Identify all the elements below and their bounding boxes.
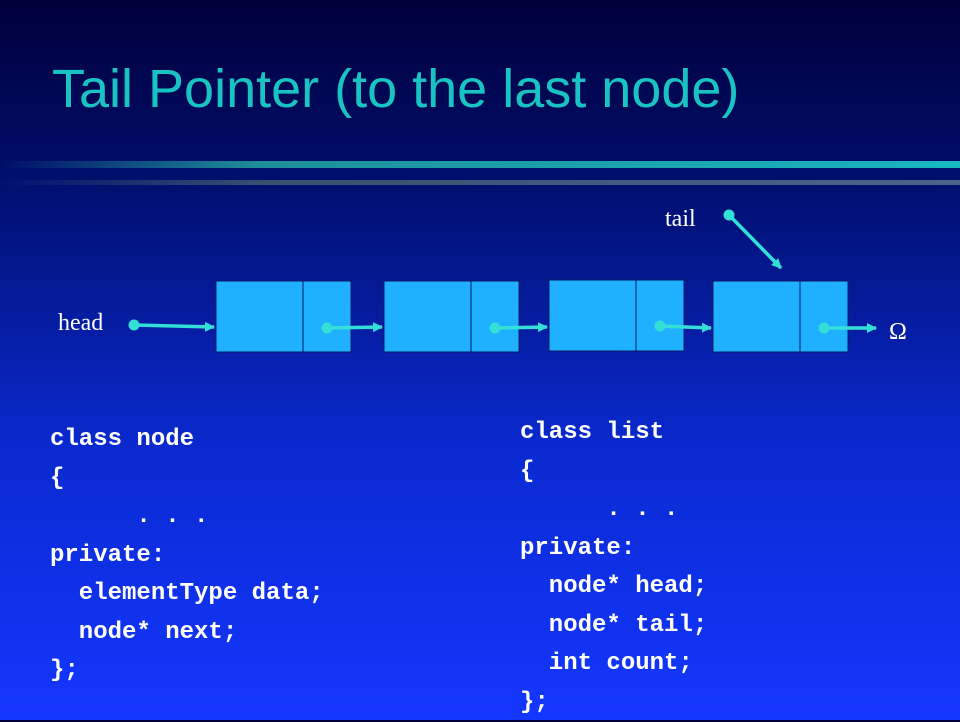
code-line: . . .: [50, 498, 324, 537]
node-3-next-arrow: [660, 326, 711, 328]
code-line: int count;: [520, 645, 707, 684]
code-line: node* next;: [50, 614, 324, 653]
list-node-3: [549, 280, 684, 351]
tail-label: tail: [665, 206, 696, 232]
node-4-data-cell: [713, 281, 800, 352]
code-line: };: [520, 684, 707, 722]
code-line: {: [520, 453, 707, 492]
node-2-next-dot: [490, 323, 501, 334]
list-class-code: class list{ . . .private: node* head; no…: [520, 414, 707, 722]
node-2-next-cell: [471, 281, 519, 352]
head-label: head: [58, 310, 103, 336]
code-line: private:: [50, 537, 324, 576]
tail-pointer-dot: [724, 210, 735, 221]
code-line: };: [50, 652, 324, 691]
head-pointer-arrow: [134, 325, 214, 327]
node-2-next-arrow: [495, 327, 547, 328]
null-symbol: Ω: [889, 319, 907, 345]
code-line: node* tail;: [520, 607, 707, 646]
head-pointer-dot: [129, 320, 140, 331]
node-3-next-dot: [655, 321, 666, 332]
list-node-2: [384, 281, 519, 352]
tail-pointer-arrow: [729, 215, 781, 268]
node-1-next-arrow: [327, 327, 382, 328]
node-3-next-cell: [636, 280, 684, 351]
code-line: class list: [520, 414, 707, 453]
code-line: class node: [50, 421, 324, 460]
code-line: elementType data;: [50, 575, 324, 614]
node-4-next-cell: [800, 281, 848, 352]
node-1-data-cell: [216, 281, 303, 352]
code-line: node* head;: [520, 568, 707, 607]
code-line: . . .: [520, 491, 707, 530]
code-line: private:: [520, 530, 707, 569]
list-node-1: [216, 281, 351, 352]
node-2-data-cell: [384, 281, 471, 352]
node-3-data-cell: [549, 280, 636, 351]
node-class-code: class node{ . . .private: elementType da…: [50, 421, 324, 691]
node-4-next-dot: [819, 323, 830, 334]
node-1-next-cell: [303, 281, 351, 352]
node-1-next-dot: [322, 323, 333, 334]
list-node-4: [713, 281, 848, 352]
code-line: {: [50, 460, 324, 499]
